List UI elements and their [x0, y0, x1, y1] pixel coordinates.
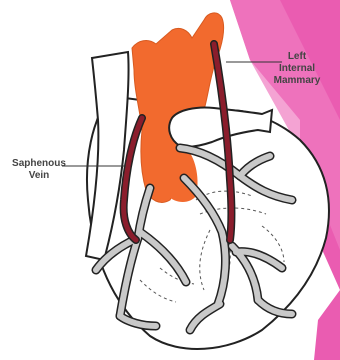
lim-label-line-1: Left — [266, 51, 328, 63]
sv-label-line-2: Vein — [4, 170, 74, 182]
saphenous-vein-label: Saphenous Vein — [4, 158, 74, 182]
lim-label-line-2: Internal — [266, 63, 328, 75]
sv-label-line-1: Saphenous — [4, 158, 74, 170]
left-internal-mammary-label: Left Internal Mammary — [266, 51, 328, 87]
lim-label-line-3: Mammary — [266, 75, 328, 87]
